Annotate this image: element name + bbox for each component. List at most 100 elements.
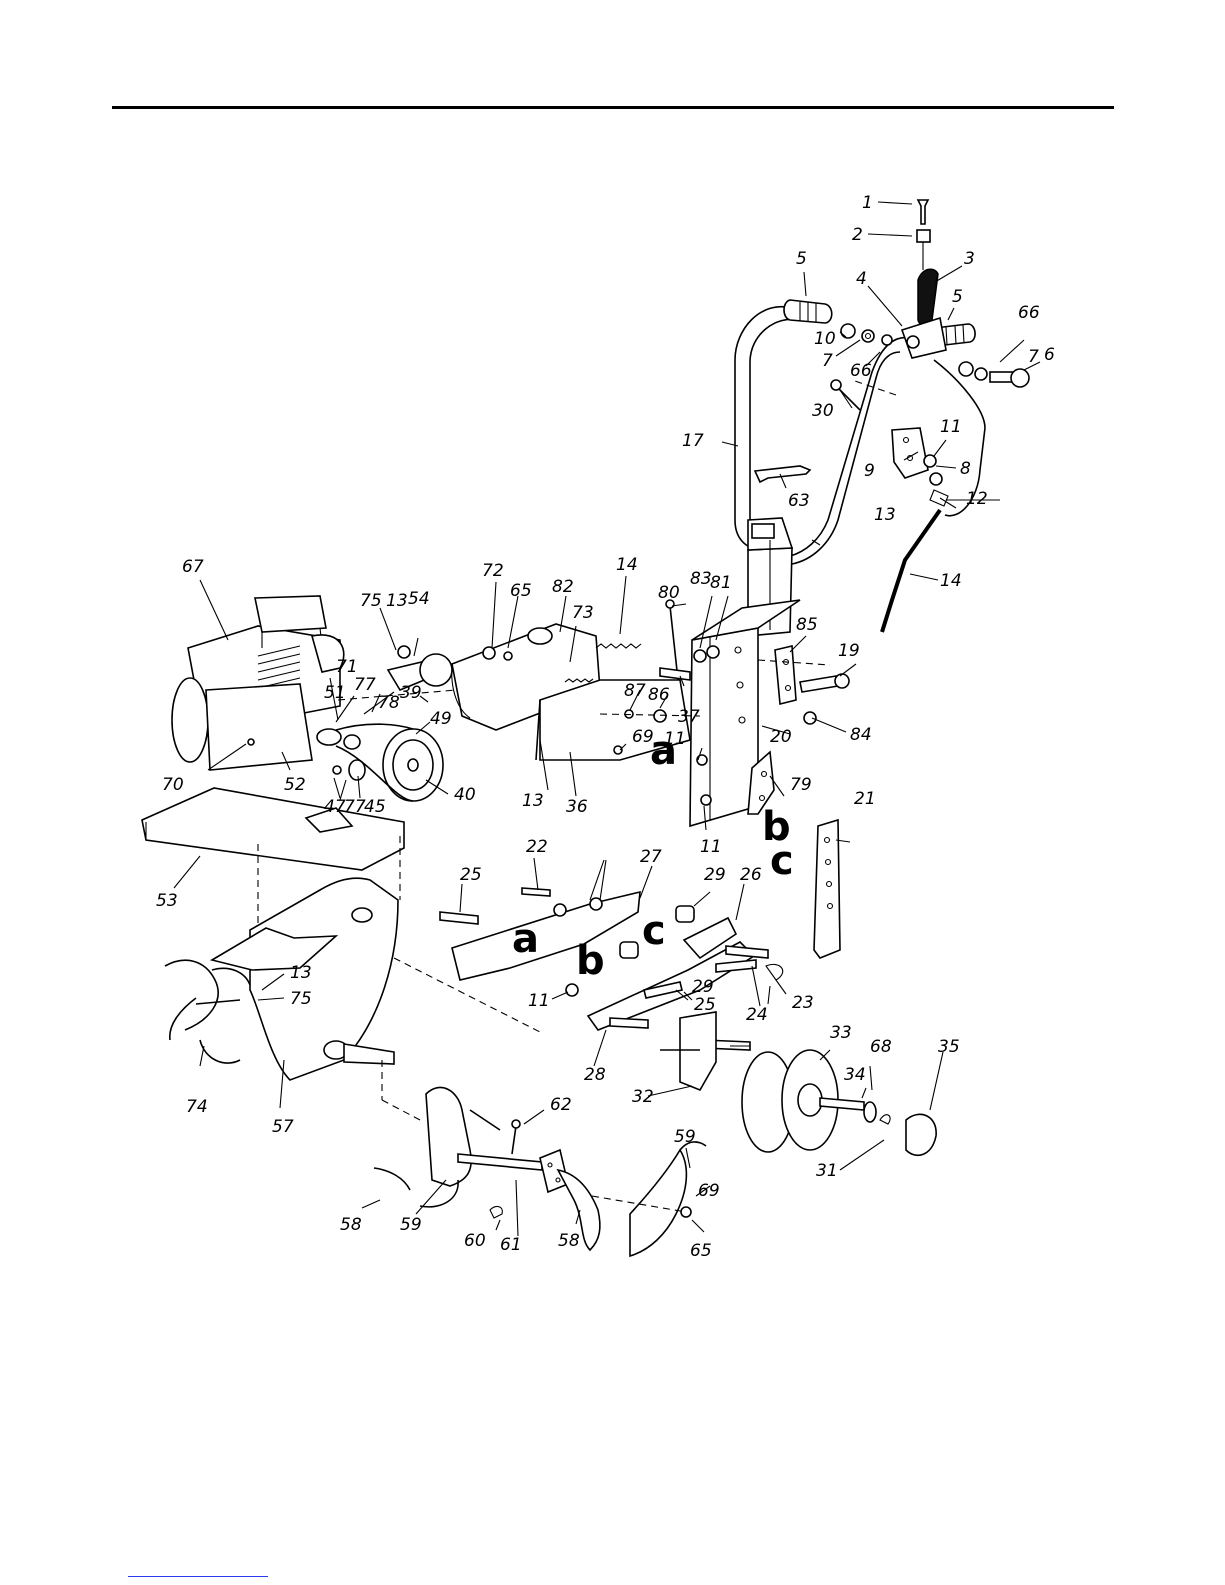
callout-label: 79	[790, 775, 812, 795]
callout-label: 66	[1018, 303, 1040, 323]
callout-label: 68	[870, 1037, 892, 1057]
callout-label: 58	[340, 1215, 362, 1235]
frame-assembly	[666, 600, 849, 958]
callout-label: 29	[692, 977, 714, 997]
callout-label: 13	[290, 963, 312, 983]
section-letter: a	[512, 916, 539, 962]
hub-cap	[906, 1114, 936, 1155]
section-letter: c	[642, 908, 666, 954]
callout-label: 10	[814, 329, 836, 349]
control-bracket	[892, 428, 928, 478]
callout-label: 45	[364, 797, 386, 817]
callout-label: 8	[960, 459, 971, 479]
callout-label: 4	[856, 269, 867, 289]
callout-label: 25	[694, 995, 716, 1015]
callout-label: 49	[430, 709, 452, 729]
handle-assembly	[735, 200, 1029, 636]
callout-label: 85	[796, 615, 818, 635]
callout-label: 13	[386, 591, 408, 611]
callout-label: 77	[344, 797, 366, 817]
callout-label: 11	[700, 837, 722, 857]
callout-label: 22	[526, 837, 548, 857]
callout-label: 86	[648, 685, 670, 705]
callout-label: 59	[400, 1215, 422, 1235]
callout-label: 3	[964, 249, 975, 269]
callout-label: 74	[186, 1097, 208, 1117]
callout-label: 80	[658, 583, 680, 603]
callout-label: 71	[336, 657, 358, 677]
callout-label: 17	[682, 431, 704, 451]
frame-side-plates	[440, 888, 783, 1050]
callout-label: 13	[522, 791, 544, 811]
callout-label: 31	[816, 1161, 838, 1181]
callout-label: 75	[360, 591, 382, 611]
callout-label: 70	[162, 775, 184, 795]
callout-label: 13	[874, 505, 896, 525]
callout-label: 59	[674, 1127, 696, 1147]
callout-label: 60	[464, 1231, 486, 1251]
callout-label: 53	[156, 891, 178, 911]
engine-air-cleaner	[255, 596, 326, 632]
callout-label: 7	[1028, 347, 1039, 367]
callout-label: 40	[454, 785, 476, 805]
callout-label: 63	[788, 491, 810, 511]
callout-label: 14	[616, 555, 638, 575]
callout-label: 58	[558, 1231, 580, 1251]
section-letter: a	[650, 728, 677, 774]
callout-label: 1	[862, 193, 873, 213]
callout-label: 84	[850, 725, 872, 745]
callout-label: 57	[272, 1117, 294, 1137]
callout-label: 29	[704, 865, 726, 885]
callout-label: 83	[690, 569, 712, 589]
callout-label: 81	[710, 573, 732, 593]
callout-label: 7	[822, 351, 833, 371]
callout-label: 11	[528, 991, 550, 1011]
callout-label: 75	[290, 989, 312, 1009]
control-cable	[882, 510, 940, 632]
callout-label: 87	[624, 681, 646, 701]
section-letter: c	[770, 838, 794, 884]
callout-label: 47	[324, 797, 346, 817]
control-lever	[918, 269, 938, 326]
callout-label: 24	[746, 1005, 768, 1025]
footer-link-underline	[128, 1576, 268, 1577]
callout-label: 11	[940, 417, 962, 437]
wheel-bracket	[680, 1012, 716, 1090]
callout-label: 51	[324, 683, 346, 703]
callout-label: 61	[500, 1235, 522, 1255]
callout-label: 52	[284, 775, 306, 795]
callout-label: 12	[966, 489, 988, 509]
callout-label: 69	[698, 1181, 720, 1201]
callout-label: 72	[482, 561, 504, 581]
callout-label: 32	[632, 1087, 654, 1107]
callout-label: 39	[400, 683, 422, 703]
callout-label: 82	[552, 577, 574, 597]
callout-label: 9	[864, 461, 875, 481]
callout-label: 66	[850, 361, 872, 381]
callout-label: 20	[770, 727, 792, 747]
frame-plate-27	[452, 892, 640, 980]
callout-label: 2	[852, 225, 863, 245]
callout-label: 14	[940, 571, 962, 591]
callout-label: 73	[572, 603, 594, 623]
callout-label: 28	[584, 1065, 606, 1085]
handle-bar-left	[735, 307, 792, 550]
wheel-assembly	[660, 1012, 936, 1155]
callout-label: 6	[1044, 345, 1055, 365]
callout-label: 34	[844, 1065, 866, 1085]
callout-label: 35	[938, 1037, 960, 1057]
callout-label: 67	[182, 557, 204, 577]
callout-label: 54	[408, 589, 430, 609]
callout-label: 30	[812, 401, 834, 421]
callout-label: 5	[796, 249, 807, 269]
callout-label: 23	[792, 993, 814, 1013]
callout-label: 21	[854, 789, 876, 809]
callout-label: 65	[690, 1241, 712, 1261]
callout-label: 27	[640, 847, 662, 867]
callout-label: 25	[460, 865, 482, 885]
callout-label: 36	[566, 797, 588, 817]
callout-label: 77	[354, 675, 376, 695]
callout-label: 78	[378, 693, 400, 713]
